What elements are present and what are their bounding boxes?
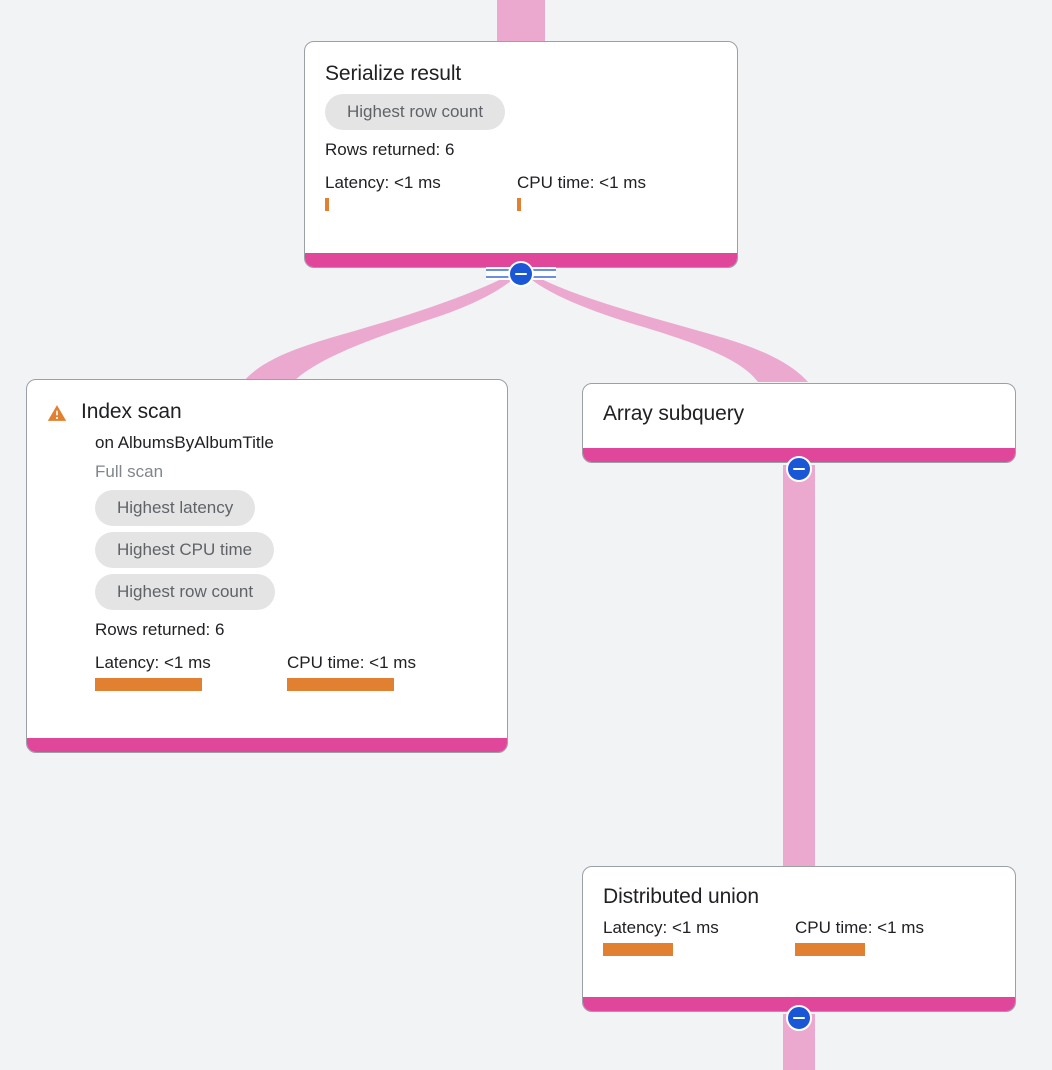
node-footer-bar <box>583 448 1015 462</box>
plan-node-index-scan[interactable]: Index scan on AlbumsByAlbumTitle Full sc… <box>26 379 508 753</box>
node-header: Distributed union <box>603 883 995 911</box>
metric-latency-label: Latency: <1 ms <box>325 173 441 192</box>
metric-cpu-time-bar-track <box>287 678 416 691</box>
plan-node-serialize-result[interactable]: Serialize result Highest row count Rows … <box>304 41 738 268</box>
metric-latency-label: Latency: <1 ms <box>603 918 719 937</box>
minus-circle-icon <box>793 1016 805 1020</box>
node-footer-bar <box>583 997 1015 1011</box>
metric-latency-label: Latency: <1 ms <box>95 653 211 672</box>
plan-node-array-subquery[interactable]: Array subquery <box>582 383 1016 463</box>
node-details: on AlbumsByAlbumTitle Full scan Highest … <box>47 430 487 691</box>
minus-circle-icon <box>515 272 527 276</box>
node-subtitle: on AlbumsByAlbumTitle <box>95 433 274 452</box>
metric-cpu-time-label: CPU time: <1 ms <box>795 918 924 937</box>
metric-latency-bar-track <box>603 943 795 956</box>
node-badges: Highest row count <box>325 94 717 130</box>
metric-cpu-time-label: CPU time: <1 ms <box>287 653 416 672</box>
status-badge: Highest row count <box>325 94 506 130</box>
node-subtitle-secondary: Full scan <box>95 462 164 481</box>
metric-cpu-time-bar-track <box>517 198 646 211</box>
node-header: Array subquery <box>603 400 995 428</box>
edge-array-to-union <box>783 465 815 868</box>
collapse-toggle-distributed-union[interactable] <box>786 1005 812 1031</box>
metric-cpu-time-label: CPU time: <1 ms <box>517 173 646 192</box>
metric-latency-bar <box>95 678 202 691</box>
metric-cpu-time: CPU time: <1 ms <box>517 172 646 211</box>
node-footer-bar <box>305 253 737 267</box>
metric-cpu-time-bar <box>517 198 521 211</box>
collapse-toggle-array-subquery[interactable] <box>786 456 812 482</box>
node-metrics: Latency: <1 ms CPU time: <1 ms <box>603 917 995 956</box>
edge-serialize-to-array <box>523 272 808 382</box>
metric-latency: Latency: <1 ms <box>603 917 795 956</box>
node-body: Distributed union Latency: <1 ms CPU tim… <box>583 867 1015 997</box>
metric-cpu-time-bar-track <box>795 943 924 956</box>
metric-latency-bar <box>603 943 673 956</box>
collapse-toggle-serialize-result[interactable] <box>508 261 534 287</box>
metric-cpu-time-bar <box>795 943 865 956</box>
rows-returned: Rows returned: 6 <box>95 620 225 639</box>
node-title: Serialize result <box>325 62 462 85</box>
metric-latency-bar-track <box>325 198 517 211</box>
plan-node-distributed-union[interactable]: Distributed union Latency: <1 ms CPU tim… <box>582 866 1016 1012</box>
metric-latency-bar-track <box>95 678 287 691</box>
metric-latency: Latency: <1 ms <box>95 652 287 691</box>
node-metrics: Latency: <1 ms CPU time: <1 ms <box>325 172 717 211</box>
node-header: Index scan <box>47 398 487 426</box>
metric-cpu-time: CPU time: <1 ms <box>287 652 416 691</box>
node-footer-bar <box>27 738 507 752</box>
metric-latency: Latency: <1 ms <box>325 172 517 211</box>
warning-triangle-icon <box>47 405 67 421</box>
node-body: Array subquery <box>583 384 1015 448</box>
edge-incoming-stub <box>497 0 545 42</box>
status-badge: Highest latency <box>95 490 256 526</box>
edge-serialize-to-index <box>243 272 521 382</box>
metric-cpu-time: CPU time: <1 ms <box>795 917 924 956</box>
metric-cpu-time-bar <box>287 678 394 691</box>
node-title: Array subquery <box>603 402 744 425</box>
status-badge: Highest CPU time <box>95 532 275 568</box>
node-header: Serialize result <box>325 60 717 88</box>
node-badges: Highest latency Highest CPU time Highest… <box>95 490 487 610</box>
minus-circle-icon <box>793 467 805 471</box>
node-title: Distributed union <box>603 885 759 908</box>
metric-latency-bar <box>325 198 329 211</box>
node-body: Serialize result Highest row count Rows … <box>305 42 737 253</box>
node-body: Index scan on AlbumsByAlbumTitle Full sc… <box>27 380 507 738</box>
status-badge: Highest row count <box>95 574 276 610</box>
node-metrics: Latency: <1 ms CPU time: <1 ms <box>95 652 487 691</box>
rows-returned: Rows returned: 6 <box>325 140 455 159</box>
node-title: Index scan <box>81 400 182 423</box>
